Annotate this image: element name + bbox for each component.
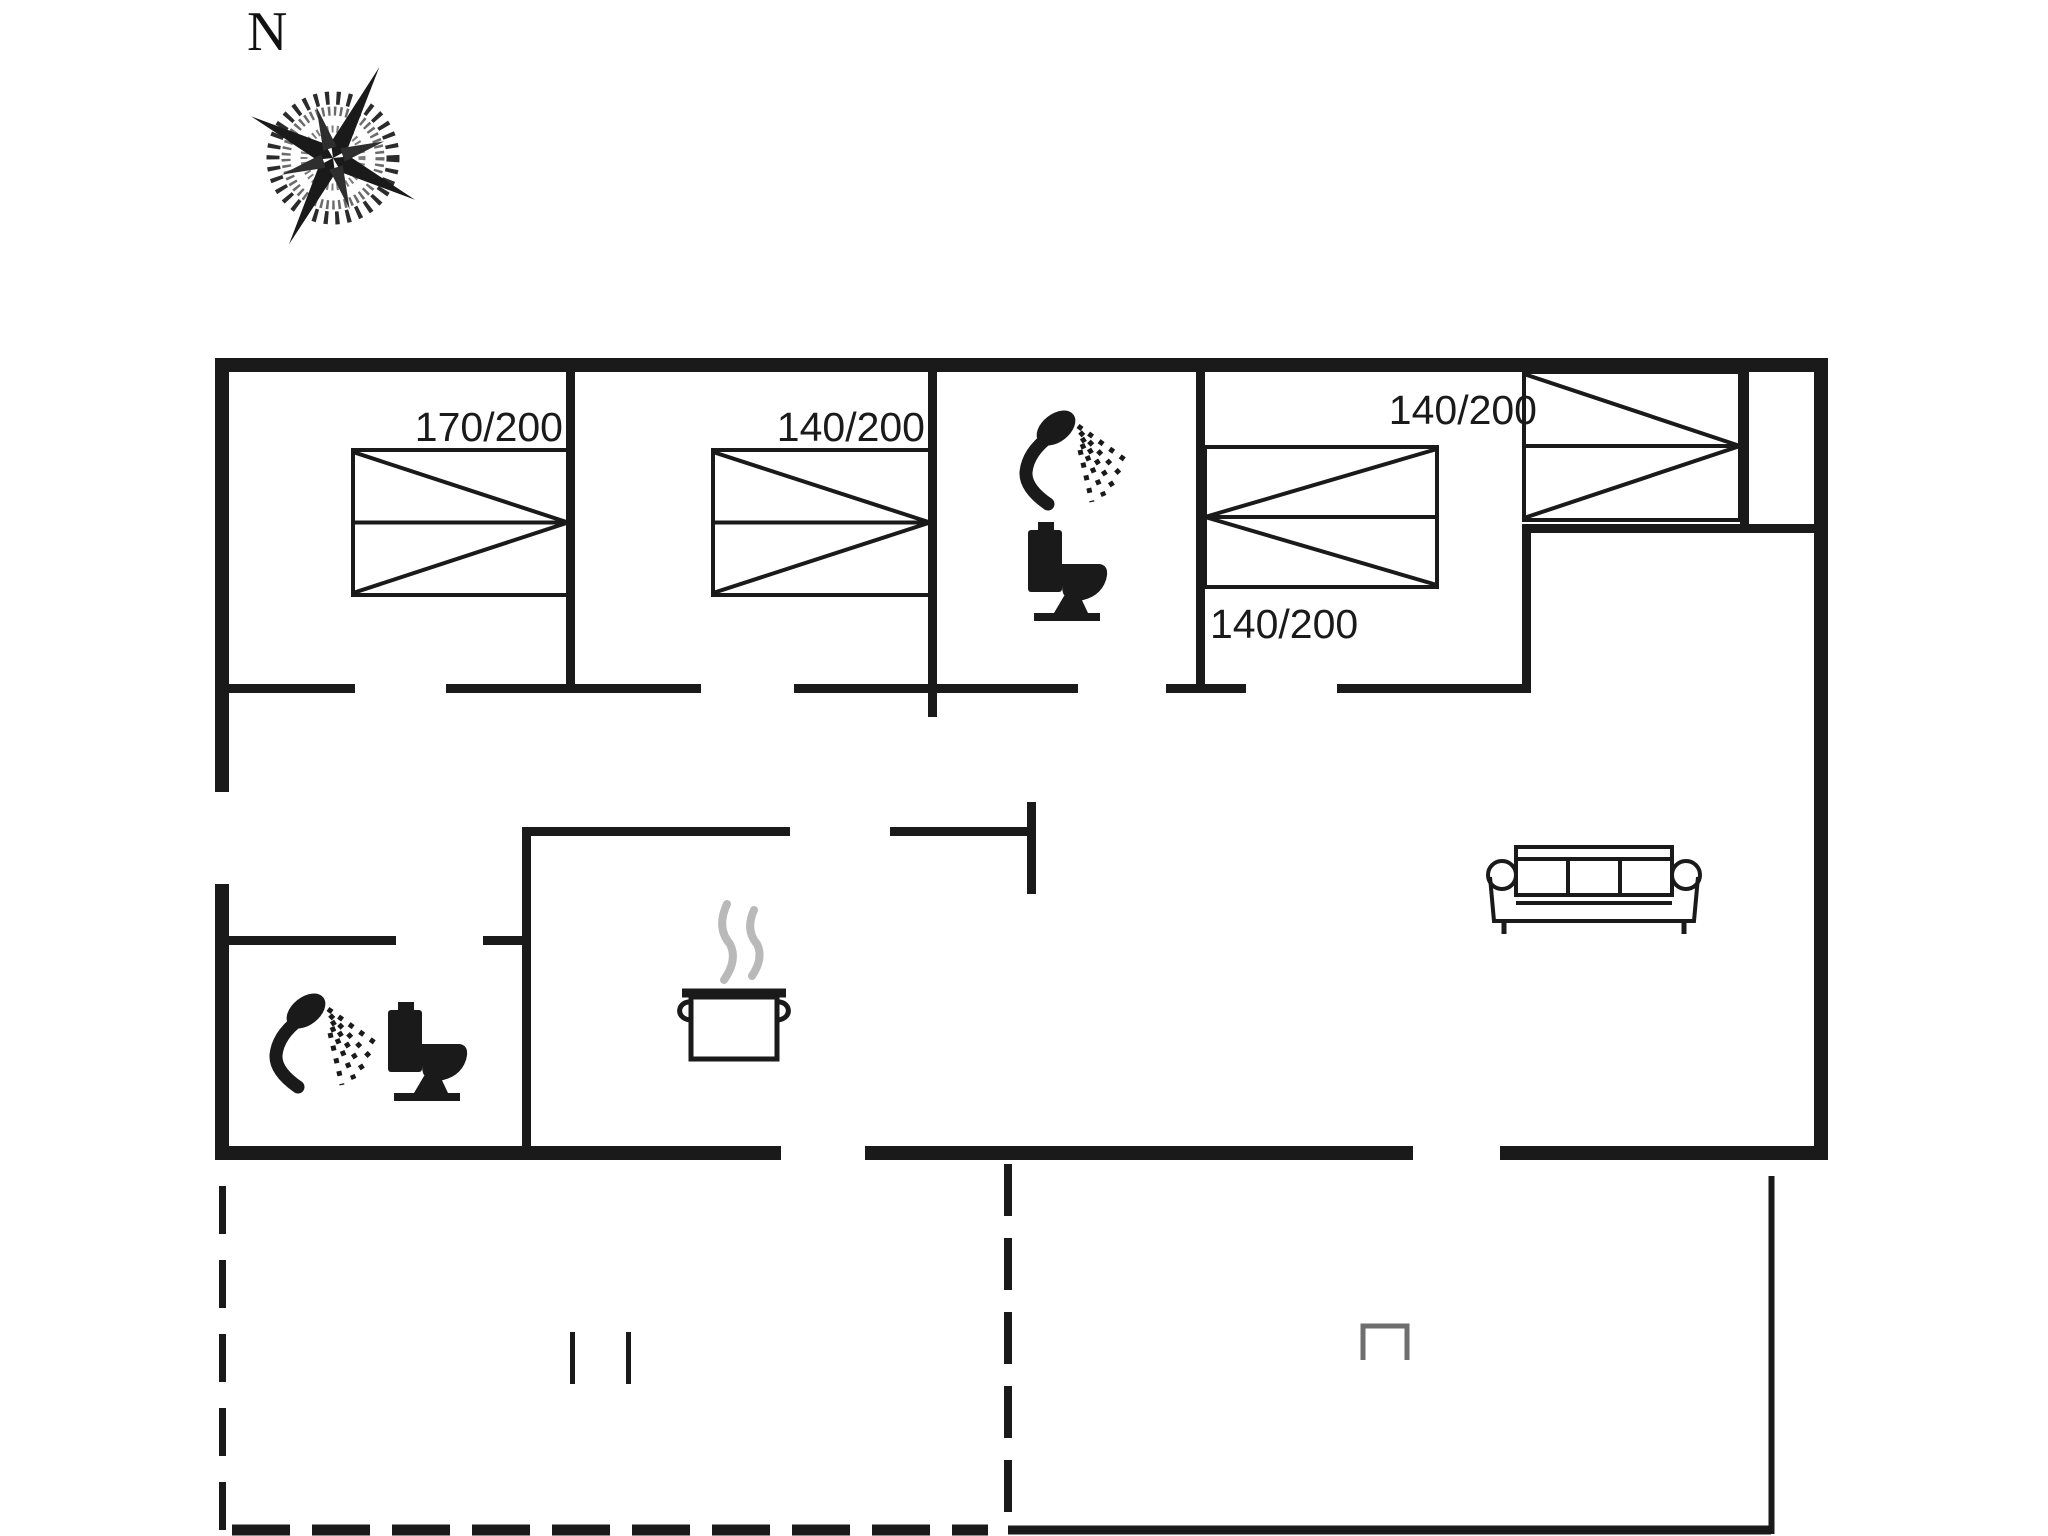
wall-kitchen-top-left (522, 827, 790, 836)
wall-bedroom3-right (1522, 524, 1531, 693)
shower-hose (1019, 429, 1057, 511)
toilet-icon-lower-bathroom (388, 1002, 468, 1101)
wall-outer-bottom-left (215, 1146, 781, 1160)
wall-middle-segment-3 (794, 684, 1078, 693)
cooking-pot-icon (677, 900, 791, 1062)
outer-walls (215, 358, 1828, 1160)
wall-kitchen-left (522, 827, 531, 1160)
toilet-base (394, 1093, 460, 1101)
compass-rose-icon (251, 67, 415, 245)
toilet-base (1034, 613, 1100, 621)
sofa-cushions (1514, 857, 1674, 897)
toilet-pedestal (1054, 596, 1088, 613)
wall-middle-segment-5 (1337, 684, 1531, 693)
wall-middle-segment-2 (446, 684, 701, 693)
pot-handle-left (677, 999, 693, 1023)
sofa-icon (1486, 845, 1702, 934)
wall-bedroom2-bathroom (928, 365, 937, 717)
compass-needles-diagonal (281, 106, 385, 210)
pot-handle-right (775, 999, 791, 1023)
compass-needles (251, 67, 415, 245)
bed-4-size-label: 140/200 (1389, 387, 1537, 433)
toilet-bowl (422, 1044, 468, 1082)
wall-middle-segment-4 (1166, 684, 1246, 693)
toilet-tank (1028, 530, 1062, 592)
compass-inner-ring (281, 106, 385, 210)
shower-hose (269, 1012, 307, 1094)
wall-outer-right (1814, 358, 1828, 1160)
window-marker (626, 1332, 631, 1384)
terrace-bracket-marker (1360, 1323, 1410, 1360)
wall-kitchen-top-right (890, 827, 1032, 836)
wall-middle-segment-1 (229, 684, 355, 693)
wall-bed-alcove-right (1740, 365, 1749, 533)
toilet-icon-top-bathroom (1028, 522, 1108, 621)
compass-tooth-ring (266, 91, 400, 225)
toilet-tank (388, 1010, 422, 1072)
wall-outer-left-lower (215, 884, 229, 1160)
window-marker (570, 1332, 575, 1384)
wall-bedroom1-bedroom2 (566, 365, 575, 693)
toilet-button (1038, 522, 1054, 532)
shower-spray (1076, 423, 1130, 503)
toilet-bowl (1062, 564, 1108, 602)
wall-bathroom2-top-right (483, 936, 531, 945)
wall-bed-alcove-bottom (1522, 524, 1814, 533)
wall-bathroom-bedroom3 (1196, 365, 1205, 691)
bed-4 (1522, 370, 1742, 522)
toilet-button (398, 1002, 414, 1012)
toilet-pedestal (414, 1076, 448, 1093)
sofa-arm-left (1486, 859, 1518, 891)
interior-walls (229, 365, 1814, 1160)
wall-outer-left-upper (215, 358, 229, 792)
bed-2-size-label: 140/200 (777, 404, 925, 450)
shower-icon-top-bathroom (1019, 410, 1130, 511)
north-label: N (247, 1, 287, 63)
compass-needle-west (251, 116, 333, 160)
bed-1 (351, 448, 570, 597)
sofa-arm-right (1670, 859, 1702, 891)
wall-bathroom2-top-left (229, 936, 396, 945)
steam-icon (746, 906, 764, 980)
bed-2 (711, 448, 932, 597)
compass-hub-ring (300, 125, 366, 191)
wall-outer-bottom-right (1500, 1146, 1828, 1160)
compass-needle-south (288, 158, 336, 245)
bed-1-size-label: 170/200 (415, 404, 563, 450)
terrace-boundaries (219, 1164, 1775, 1536)
compass-needle-north (330, 67, 380, 158)
compass-needle-east (333, 156, 415, 200)
sofa-front-rail (1488, 876, 1700, 923)
wall-outer-bottom-middle (865, 1146, 1413, 1160)
shower-spray (326, 1006, 380, 1086)
pot-body (688, 994, 780, 1062)
wall-kitchen-stub (1027, 802, 1036, 894)
bed-3 (1203, 445, 1439, 589)
bed-3-size-label: 140/200 (1210, 601, 1358, 647)
beds (351, 370, 1742, 597)
steam-icon (718, 900, 737, 984)
shower-icon-lower-bathroom (269, 993, 380, 1094)
wall-outer-top (215, 358, 1828, 372)
